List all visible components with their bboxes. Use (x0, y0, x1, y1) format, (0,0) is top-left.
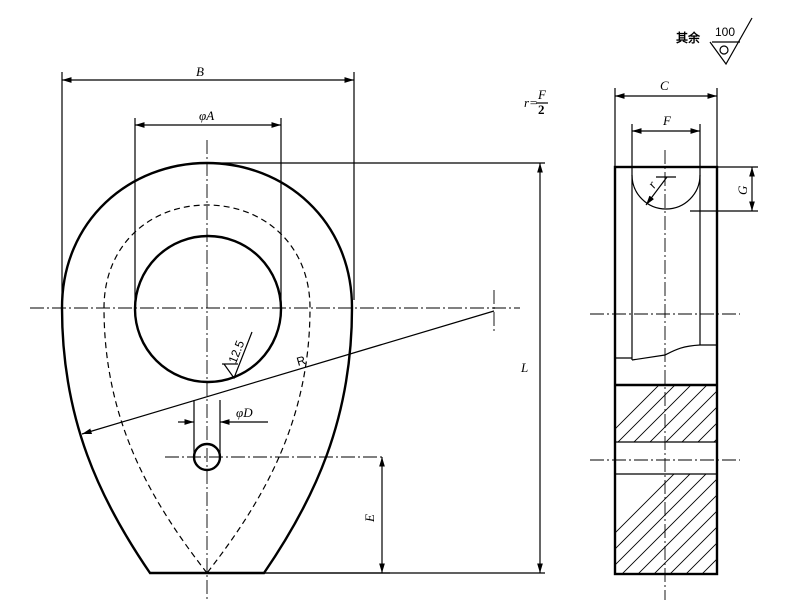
G-label: G (735, 185, 750, 195)
groove-arc (631, 174, 701, 210)
r-leader (645, 176, 668, 206)
section-hatching-upper (615, 385, 717, 442)
roughness-rest-symbol (709, 17, 753, 66)
roughness-rest-value: 100 (715, 25, 735, 39)
L-label: L (520, 360, 528, 375)
hidden-groove-outline (103, 204, 311, 574)
C-label: C (660, 78, 669, 93)
r-small-label: r (644, 177, 660, 191)
formula-lhs: r= (524, 95, 538, 110)
F-label: F (662, 113, 672, 128)
E-label: E (362, 514, 377, 523)
roughness-note-rest: 其余 100 (676, 17, 753, 66)
phiD-label: φD (236, 405, 253, 420)
formula-numerator: F (537, 87, 547, 102)
large-hole-phiA (133, 234, 283, 384)
phiA-label: φA (199, 108, 214, 123)
side-view: r C (590, 78, 758, 600)
roughness-symbol-local: 12.5 (222, 331, 253, 380)
radius-formula: r= F 2 (524, 87, 548, 117)
roughness-rest-prefix: 其余 (676, 30, 701, 45)
front-view: B φA L E φD R 12.5 (30, 64, 545, 600)
formula-denominator: 2 (538, 102, 545, 117)
groove-bottom-transition (631, 344, 701, 361)
B-label: B (196, 64, 204, 79)
roughness-rest-circle (719, 45, 729, 55)
R-label: R (295, 353, 308, 369)
R-radius-line (81, 310, 495, 435)
section-hatching-lower (615, 474, 717, 574)
side-body-outline (613, 165, 719, 576)
